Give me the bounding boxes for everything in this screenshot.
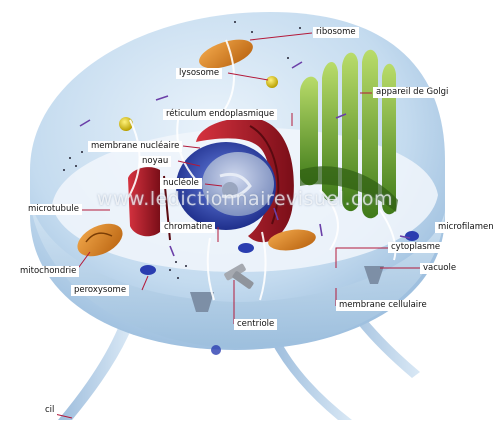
label-ribosome: ribosome xyxy=(313,27,359,38)
label-centriole: centriole xyxy=(234,319,277,330)
label-microtubule: microtubule xyxy=(25,204,82,215)
label-cell-membrane: membrane cellulaire xyxy=(336,300,430,311)
label-nucleus: noyau xyxy=(139,156,171,167)
label-nucleolus: nucléole xyxy=(160,178,202,189)
label-endoplasmic-reticulum: réticulum endoplasmique xyxy=(163,109,277,120)
label-microfilament: microfilament xyxy=(435,222,493,233)
label-chromatin: chromatine xyxy=(161,222,215,233)
label-cilium: cil xyxy=(42,405,57,416)
watermark: www.ledictionnairevisuel.com xyxy=(40,188,450,210)
label-mitochondria: mitochondrie xyxy=(17,266,79,277)
label-lysosome: lysosome xyxy=(176,68,222,79)
label-peroxisome: peroxysome xyxy=(71,285,129,296)
label-golgi: appareil de Golgi xyxy=(373,87,451,98)
label-vacuole: vacuole xyxy=(420,263,459,274)
label-nuclear-membrane: membrane nucléaire xyxy=(88,141,182,152)
label-cytoplasm: cytoplasme xyxy=(388,242,443,253)
